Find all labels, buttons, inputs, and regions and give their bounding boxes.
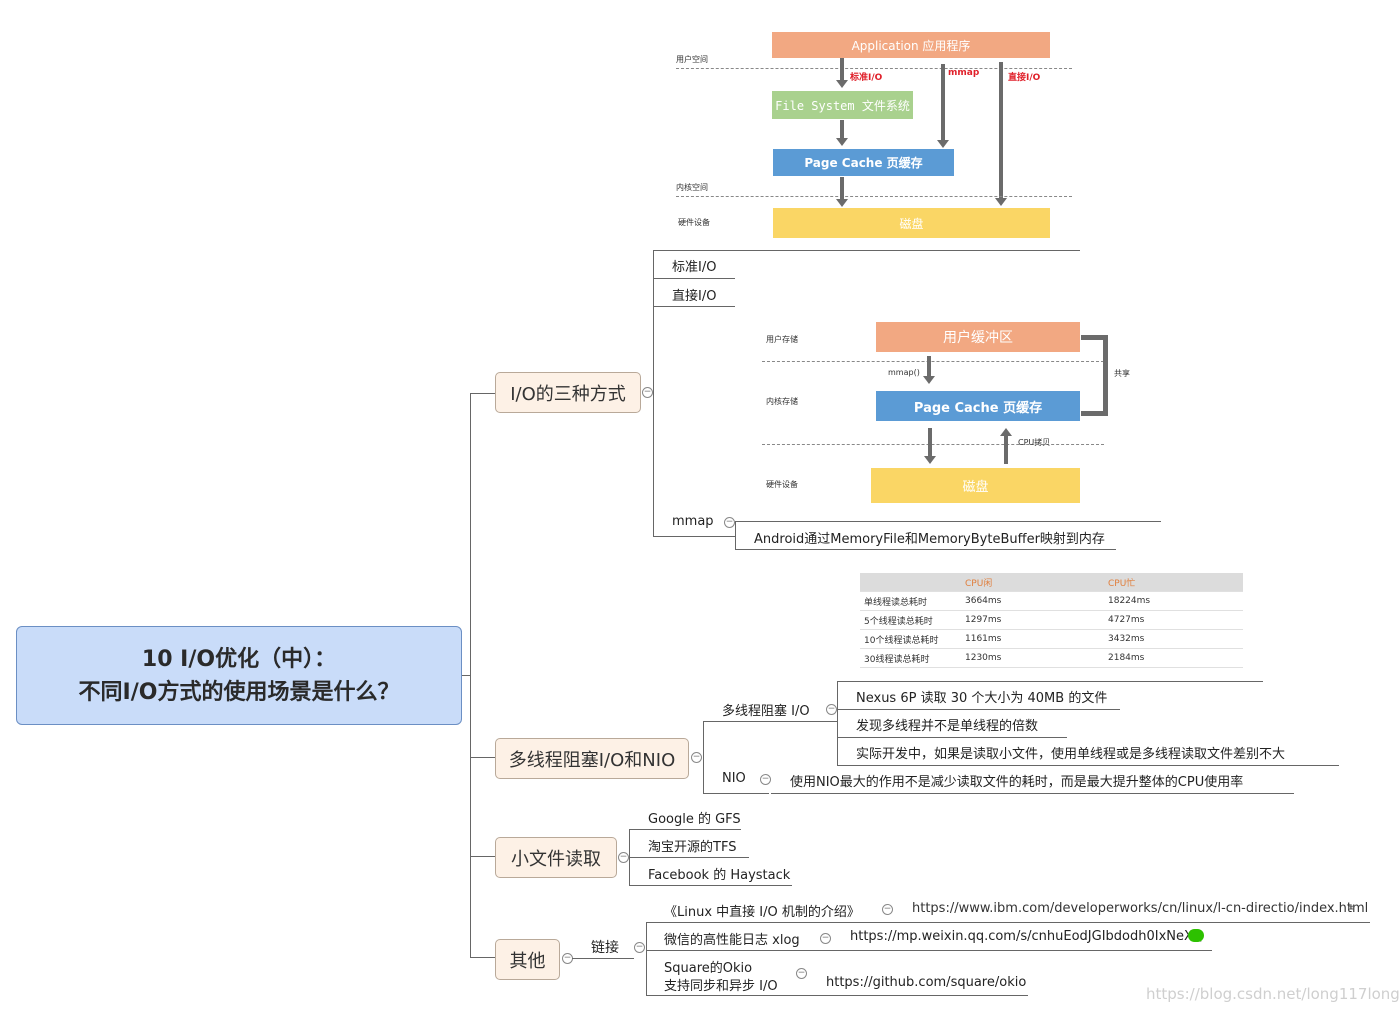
page-cache-label-2: Page Cache 页缓存 (913, 400, 1043, 416)
user-space-label: 用户空间 (676, 55, 708, 64)
leaf-haystack[interactable]: Facebook 的 Haystack (648, 868, 791, 883)
table-cell: 1161ms (961, 629, 1104, 649)
table-cell: 2184ms (1104, 648, 1243, 668)
user-storage-label: 用户存储 (766, 335, 798, 344)
table-header-cell: CPU忙 (1104, 573, 1243, 592)
branch-other-label: 其他 (509, 950, 546, 972)
table-cell: 30线程读总耗时 (860, 648, 961, 668)
disk-label: 磁盘 (899, 216, 924, 231)
table-cell: 4727ms (1104, 610, 1243, 630)
leaf-link-linux-direct-io[interactable]: 《Linux 中直接 I/O 机制的介绍》 (664, 905, 860, 920)
table-row: 10个线程读总耗时 1161ms 3432ms (860, 629, 1243, 649)
share-label: 共享 (1114, 369, 1130, 378)
branch-small-file[interactable]: 小文件读取 (495, 837, 617, 878)
kernel-storage-label: 内核存储 (766, 397, 798, 406)
collapse-icon[interactable]: − (826, 704, 837, 715)
app-label: Application 应用程序 (851, 38, 971, 53)
mmap-label: mmap (948, 68, 980, 78)
leaf-gfs[interactable]: Google 的 GFS (648, 812, 741, 827)
cpu-timing-table: CPU闲 CPU忙 单线程读总耗时 3664ms 18224ms 5个线程读总耗… (860, 573, 1243, 668)
table-cell: 5个线程读总耗时 (860, 610, 961, 630)
user-buffer-box: 用户缓冲区 (876, 322, 1080, 352)
branch-small-file-label: 小文件读取 (511, 848, 601, 870)
table-row: 单线程读总耗时 3664ms 18224ms (860, 591, 1243, 611)
branch-multithread-nio[interactable]: 多线程阻塞I/O和NIO (495, 738, 689, 779)
leaf-link-okio-subtitle[interactable]: 支持同步和异步 I/O (664, 979, 778, 994)
disk-box-2: 磁盘 (871, 468, 1080, 503)
page-cache-label: Page Cache 页缓存 (804, 156, 923, 170)
table-header-cell (860, 573, 961, 592)
hardware-label: 硬件设备 (678, 218, 710, 227)
leaf-small-files-note[interactable]: 实际开发中，如果是读取小文件，使用单线程或是多线程读取文件差别不大 (856, 747, 1286, 762)
branch-other[interactable]: 其他 (495, 939, 560, 980)
fs-label: File System 文件系统 (775, 98, 910, 113)
io-layers-diagram: Application 应用程序 用户空间 标准I/O mmap 直接I/O F… (672, 28, 1082, 243)
table-cell: 3432ms (1104, 629, 1243, 649)
root-topic[interactable]: 10 I/O优化（中）： 不同I/O方式的使用场景是什么？ (16, 626, 462, 725)
leaf-not-multiple[interactable]: 发现多线程并不是单线程的倍数 (856, 719, 1039, 734)
cpu-copy-label: CPU拷贝 (1018, 438, 1051, 447)
leaf-link-xlog[interactable]: 微信的高性能日志 xlog (664, 933, 800, 948)
link-url-ibm[interactable]: https://www.ibm.com/developerworks/cn/li… (912, 901, 1369, 916)
branch-multithread-nio-label: 多线程阻塞I/O和NIO (508, 749, 676, 771)
page-cache-box-2: Page Cache 页缓存 (876, 391, 1080, 421)
hardware-label-2: 硬件设备 (766, 480, 798, 489)
collapse-icon[interactable]: − (760, 774, 771, 785)
branch-io-three-ways-label: I/O的三种方式 (510, 383, 626, 405)
watermark: https://blog.csdn.net/long117long (1146, 985, 1400, 1003)
root-title-line1: 10 I/O优化（中）： (141, 646, 337, 672)
leaf-direct-io[interactable]: 直接I/O (672, 289, 717, 304)
table-cell: 3664ms (961, 591, 1104, 611)
wechat-icon (1188, 929, 1204, 942)
kernel-space-label: 内核空间 (676, 183, 708, 192)
link-url-weixin[interactable]: https://mp.weixin.qq.com/s/cnhuEodJGIbdo… (850, 929, 1204, 944)
leaf-mmap-android[interactable]: Android通过MemoryFile和MemoryByteBuffer映射到内… (754, 532, 1105, 547)
mmap-call-label: mmap() (888, 368, 920, 377)
app-box: Application 应用程序 (772, 32, 1050, 58)
leaf-nexus-test[interactable]: Nexus 6P 读取 30 个大小为 40MB 的文件 (856, 691, 1108, 706)
direct-io-label: 直接I/O (1008, 73, 1041, 83)
collapse-icon[interactable]: − (820, 933, 831, 944)
collapse-icon[interactable]: − (642, 387, 653, 398)
table-row: 30线程读总耗时 1230ms 2184ms (860, 648, 1243, 668)
mmap-diagram: 用户存储 用户缓冲区 mmap() 内核存储 Page Cache 页缓存 共享… (760, 318, 1140, 508)
table-cell: 18224ms (1104, 591, 1243, 611)
disk-label-2: 磁盘 (962, 480, 989, 495)
collapse-icon[interactable]: − (634, 942, 645, 953)
leaf-multithread-blocking[interactable]: 多线程阻塞 I/O (722, 704, 810, 719)
link-url-okio[interactable]: https://github.com/square/okio (826, 975, 1027, 990)
leaf-link-okio-title[interactable]: Square的Okio (664, 961, 753, 976)
leaf-nio[interactable]: NIO (722, 771, 746, 786)
collapse-icon[interactable]: − (724, 517, 735, 528)
table-row: 5个线程读总耗时 1297ms 4727ms (860, 610, 1243, 630)
leaf-links[interactable]: 链接 (591, 940, 619, 956)
collapse-icon[interactable]: − (796, 968, 807, 979)
user-buffer-label: 用户缓冲区 (943, 330, 1013, 346)
table-cell: 1297ms (961, 610, 1104, 630)
table-cell: 10个线程读总耗时 (860, 629, 961, 649)
leaf-standard-io[interactable]: 标准I/O (672, 260, 717, 275)
share-bracket (1081, 335, 1108, 416)
std-io-label: 标准I/O (850, 73, 883, 83)
table-cell: 1230ms (961, 648, 1104, 668)
table-cell: 单线程读总耗时 (860, 591, 961, 611)
leaf-mmap[interactable]: mmap (672, 514, 714, 529)
branch-io-three-ways[interactable]: I/O的三种方式 (495, 372, 641, 413)
page-cache-box: Page Cache 页缓存 (773, 149, 954, 176)
fs-box: File System 文件系统 (772, 91, 913, 119)
collapse-icon[interactable]: − (618, 852, 629, 863)
disk-box: 磁盘 (773, 208, 1050, 238)
collapse-icon[interactable]: − (691, 752, 702, 763)
leaf-nio-note[interactable]: 使用NIO最大的作用不是减少读取文件的耗时，而是最大提升整体的CPU使用率 (790, 775, 1244, 790)
table-header-cell: CPU闲 (961, 573, 1104, 592)
collapse-icon[interactable]: − (882, 904, 893, 915)
link-icon[interactable]: ⚭ (1346, 901, 1357, 915)
root-title-line2: 不同I/O方式的使用场景是什么？ (78, 679, 400, 705)
leaf-tfs[interactable]: 淘宝开源的TFS (648, 840, 737, 855)
